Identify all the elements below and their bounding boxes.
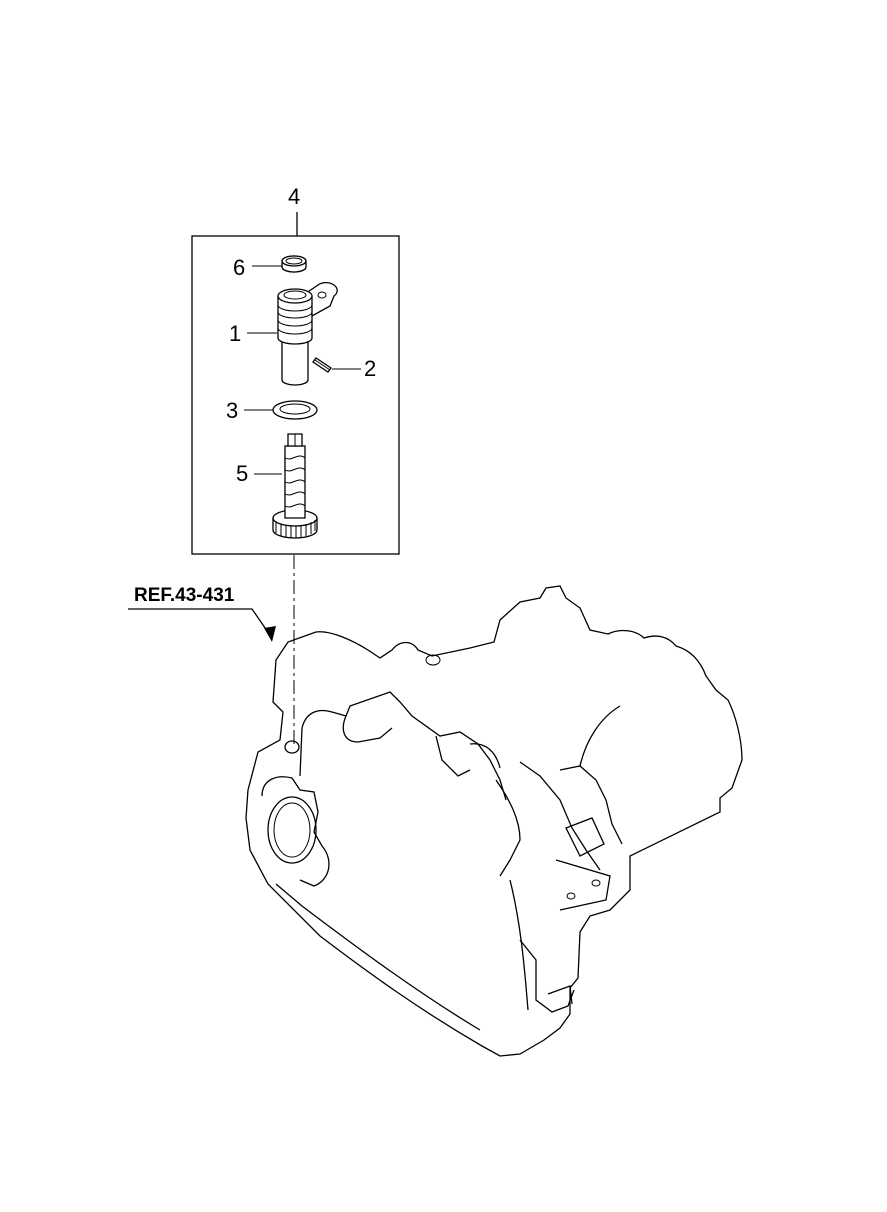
transaxle-housing[interactable]: [245, 585, 743, 1057]
sensor-body-part-1[interactable]: [277, 282, 338, 386]
callout-1[interactable]: 1: [229, 321, 241, 346]
callout-5[interactable]: 5: [236, 461, 248, 486]
assembly-box: [191, 235, 400, 555]
reference-label[interactable]: REF.43-431: [134, 585, 235, 606]
reference-leader: [128, 608, 273, 639]
driven-gear-part-5[interactable]: [272, 433, 318, 539]
pin-part-2[interactable]: [312, 357, 332, 373]
callout-3[interactable]: 3: [226, 398, 238, 423]
callout-2[interactable]: 2: [364, 356, 376, 381]
reference-arrowhead: [264, 626, 276, 642]
cap-ring-part-6[interactable]: [281, 255, 307, 273]
o-ring-part-3[interactable]: [272, 400, 318, 420]
callout-4[interactable]: 4: [288, 184, 300, 209]
callout-6[interactable]: 6: [233, 255, 245, 280]
